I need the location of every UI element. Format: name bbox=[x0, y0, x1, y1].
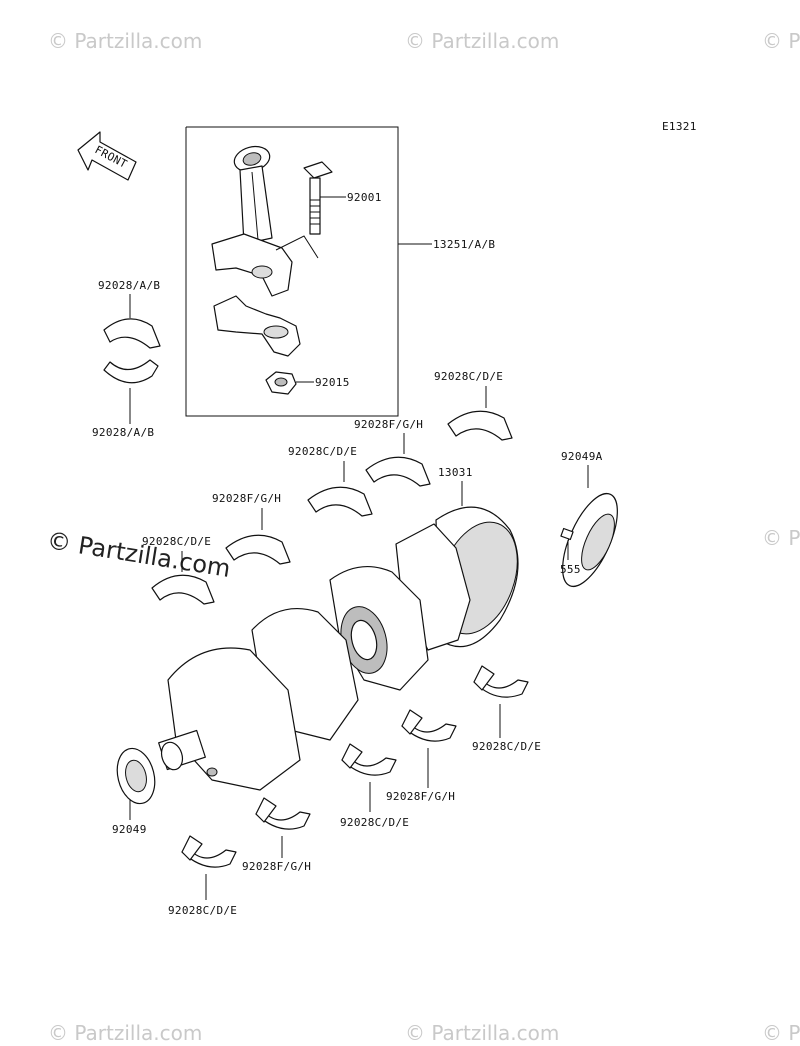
callout-upper-cde-1: 92028C/D/E bbox=[434, 370, 503, 383]
rod-cap bbox=[213, 295, 301, 357]
watermark-top-right: © Partzilla.com bbox=[762, 29, 800, 53]
callout-13031: 13031 bbox=[438, 466, 473, 479]
connecting-rod bbox=[211, 145, 293, 297]
callout-92001: 92001 bbox=[347, 191, 382, 204]
oil-seal-right: 92049A bbox=[561, 450, 618, 587]
connecting-rod-group: 13251/A/B 92001 bbox=[185, 126, 495, 417]
diagram-code: E1321 bbox=[662, 120, 697, 133]
callout-92028ab-top: 92028/A/B bbox=[98, 279, 160, 292]
callout-upper-fgh-1: 92028F/G/H bbox=[354, 418, 423, 431]
rod-bearings: 92028/A/B 92028/A/B bbox=[92, 279, 161, 439]
pin: 555 bbox=[560, 527, 581, 576]
crankshaft: 13031 bbox=[158, 466, 519, 791]
front-arrow-icon: FRONT bbox=[77, 131, 137, 181]
callout-lower-cde-2: 92028C/D/E bbox=[340, 816, 409, 829]
callout-555: 555 bbox=[560, 563, 581, 576]
callout-lower-fgh-2: 92028F/G/H bbox=[242, 860, 311, 873]
watermark-bottom-right: © Partzilla.com bbox=[762, 1021, 800, 1045]
callout-upper-fgh-2: 92028F/G/H bbox=[212, 492, 281, 505]
callout-lower-fgh-1: 92028F/G/H bbox=[386, 790, 455, 803]
callout-92049: 92049 bbox=[112, 823, 147, 836]
watermark-bottom-center: © Partzilla.com bbox=[405, 1021, 559, 1045]
callout-13251: 13251/A/B bbox=[433, 238, 495, 251]
lower-main-bearings: 92028C/D/E 92028F/G/H 92028C/D/E 92028F/… bbox=[168, 665, 541, 917]
rod-bolt: 92001 bbox=[275, 161, 382, 259]
rod-nut: 92015 bbox=[265, 371, 350, 395]
callout-lower-cde-1: 92028C/D/E bbox=[472, 740, 541, 753]
upper-main-bearings: 92028C/D/E 92028F/G/H 92028C/D/E 92028F/… bbox=[142, 370, 513, 605]
watermark-bottom-left: © Partzilla.com bbox=[48, 1021, 202, 1045]
callout-92049a: 92049A bbox=[561, 450, 603, 463]
callout-92015: 92015 bbox=[315, 376, 350, 389]
watermark-top-left: © Partzilla.com bbox=[48, 29, 202, 53]
watermark-top-center: © Partzilla.com bbox=[405, 29, 559, 53]
callout-lower-cde-3: 92028C/D/E bbox=[168, 904, 237, 917]
oil-seal-left: 92049 bbox=[112, 747, 156, 836]
callout-upper-cde-3: 92028C/D/E bbox=[142, 535, 211, 548]
callout-92028ab-bottom: 92028/A/B bbox=[92, 426, 154, 439]
watermark-mid-right: © Partzilla.com bbox=[762, 526, 800, 550]
callout-upper-cde-2: 92028C/D/E bbox=[288, 445, 357, 458]
